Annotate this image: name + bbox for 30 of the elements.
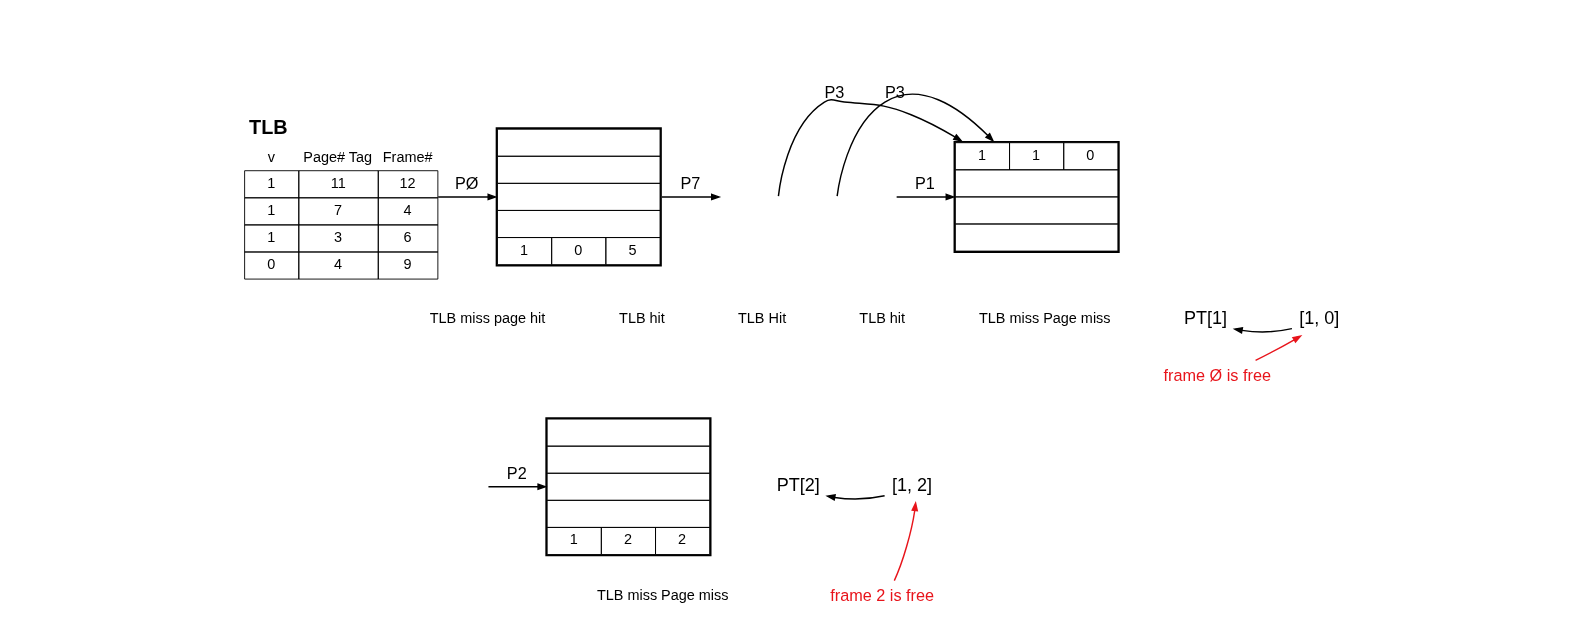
arrow — [893, 501, 918, 582]
node-label: Page# Tag — [302, 148, 372, 165]
edge-label: P1 — [914, 174, 935, 193]
edge-label: PØ — [454, 174, 479, 193]
arrow — [487, 483, 547, 491]
node-text: frame Ø is free — [1163, 365, 1271, 384]
node-text: frame 2 is free — [829, 585, 934, 604]
node-text: [1, 2] — [891, 475, 932, 496]
node-label: v — [267, 148, 275, 165]
label: TLB hit — [858, 310, 905, 327]
node-text: PT[2] — [776, 475, 820, 496]
label: TLB miss page hit — [429, 310, 545, 327]
edge-label: P3 — [884, 82, 905, 101]
arrow — [1254, 335, 1302, 362]
label: TLB hit — [618, 310, 665, 327]
arrow — [436, 193, 498, 201]
node-label: TLB — [248, 116, 288, 139]
arrow — [777, 99, 963, 197]
arrow — [824, 494, 885, 502]
arrow — [1232, 326, 1293, 334]
node-text: PT[1] — [1183, 308, 1227, 329]
arrow — [835, 93, 994, 197]
edge-label: P3 — [823, 82, 844, 101]
node-text: [1, 0] — [1298, 308, 1339, 329]
arrow — [660, 193, 721, 201]
edge-label: P7 — [679, 174, 700, 193]
node-label: Frame# — [382, 148, 433, 165]
arrow — [895, 193, 956, 201]
edge-label: P2 — [506, 464, 527, 483]
label: TLB Hit — [737, 310, 786, 327]
